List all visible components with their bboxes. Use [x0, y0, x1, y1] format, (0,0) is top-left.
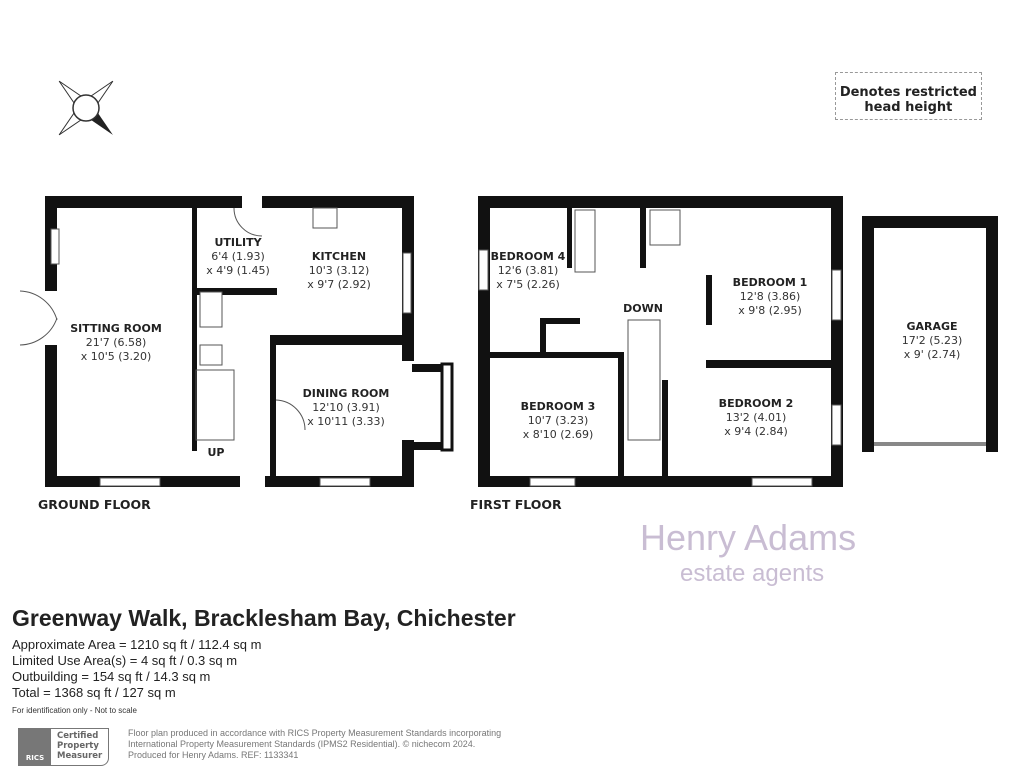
footer-line3: Produced for Henry Adams. REF: 1133341 [128, 750, 299, 760]
watermark-sub: estate agents [680, 560, 825, 587]
stat-total: Total = 1368 sq ft / 127 sq m [12, 685, 176, 700]
rics-logo: RICS [19, 729, 51, 765]
area-stats: Approximate Area = 1210 sq ft / 112.4 sq… [12, 637, 261, 701]
property-address: Greenway Walk, Bracklesham Bay, Chichest… [12, 605, 516, 631]
stairs-up-label: UP [207, 446, 225, 459]
stat-outbuilding: Outbuilding = 154 sq ft / 14.3 sq m [12, 669, 211, 684]
rics-line3: Measurer [57, 751, 103, 761]
footer-line1: Floor plan produced in accordance with R… [128, 728, 502, 738]
footer-line2: International Property Measurement Stand… [128, 739, 476, 749]
garage-walls [862, 216, 998, 452]
watermark: Henry Adams [640, 517, 857, 558]
restricted-height-legend: Denotes restricted head height [834, 72, 982, 120]
stairs-down-label: DOWN [623, 302, 663, 315]
rics-line2: Property [57, 741, 99, 751]
stat-approx-area: Approximate Area = 1210 sq ft / 112.4 sq… [12, 637, 262, 652]
stat-limited-use: Limited Use Area(s) = 4 sq ft / 0.3 sq m [12, 653, 238, 668]
compass-icon [58, 80, 114, 136]
legend-line2: head height [864, 100, 953, 115]
scale-note: For identification only - Not to scale [12, 706, 137, 715]
rics-line1: Certified [57, 731, 99, 741]
legend-line1: Denotes restricted [839, 85, 977, 100]
ground-floor-label: GROUND FLOOR [38, 497, 151, 512]
first-floor-label: FIRST FLOOR [470, 497, 562, 512]
footer-credits: Floor plan produced in accordance with R… [128, 728, 501, 761]
